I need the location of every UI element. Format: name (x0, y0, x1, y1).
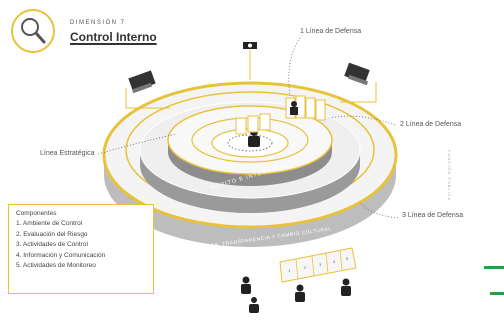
page-title: Control Interno (70, 30, 157, 44)
first-line-label: 1 Línea de Defensa (300, 28, 362, 35)
segment-3: 3 (319, 262, 322, 267)
strategic-line-label: Línea Estratégica (40, 150, 95, 157)
segment-2: 2 (304, 265, 307, 270)
green-bar-top (484, 266, 504, 269)
header: DIMENSIÓN 7 Control Interno (10, 8, 210, 58)
component-item: 1. Ambiente de Control (16, 220, 83, 227)
bottom-people-icons (241, 276, 351, 313)
first-line-documents (235, 95, 326, 135)
connector-lines (125, 50, 377, 109)
top-projector-icon (243, 42, 257, 49)
third-line-label: 3 Línea de Defensa (402, 212, 464, 219)
side-brand-text: FUNCIÓN PÚBLICA (447, 150, 452, 202)
segment-4: 4 (333, 259, 336, 264)
segment-1: 1 (288, 268, 291, 273)
component-item: 2. Evaluación del Riesgo (16, 230, 88, 238)
segment-5: 5 (346, 256, 349, 261)
dimension-kicker: DIMENSIÓN 7 (70, 20, 126, 26)
magnifier-icon (11, 9, 55, 53)
bottom-segments: 1 2 3 4 5 (279, 247, 357, 283)
component-item: 3. Actividades de Control (16, 241, 88, 248)
right-server-icon (344, 62, 370, 86)
components-box: Componentes 1. Ambiente de Control 2. Ev… (8, 204, 154, 294)
leader-lines (97, 37, 399, 219)
component-item: 4. Información y Comunicación (16, 251, 106, 259)
green-bar-bottom (490, 292, 504, 295)
left-server-icon (128, 70, 156, 94)
second-line-label: 2 Línea de Defensa (400, 121, 462, 128)
components-title: Componentes (16, 210, 57, 217)
component-item: 5. Actividades de Monitoreo (16, 262, 96, 269)
